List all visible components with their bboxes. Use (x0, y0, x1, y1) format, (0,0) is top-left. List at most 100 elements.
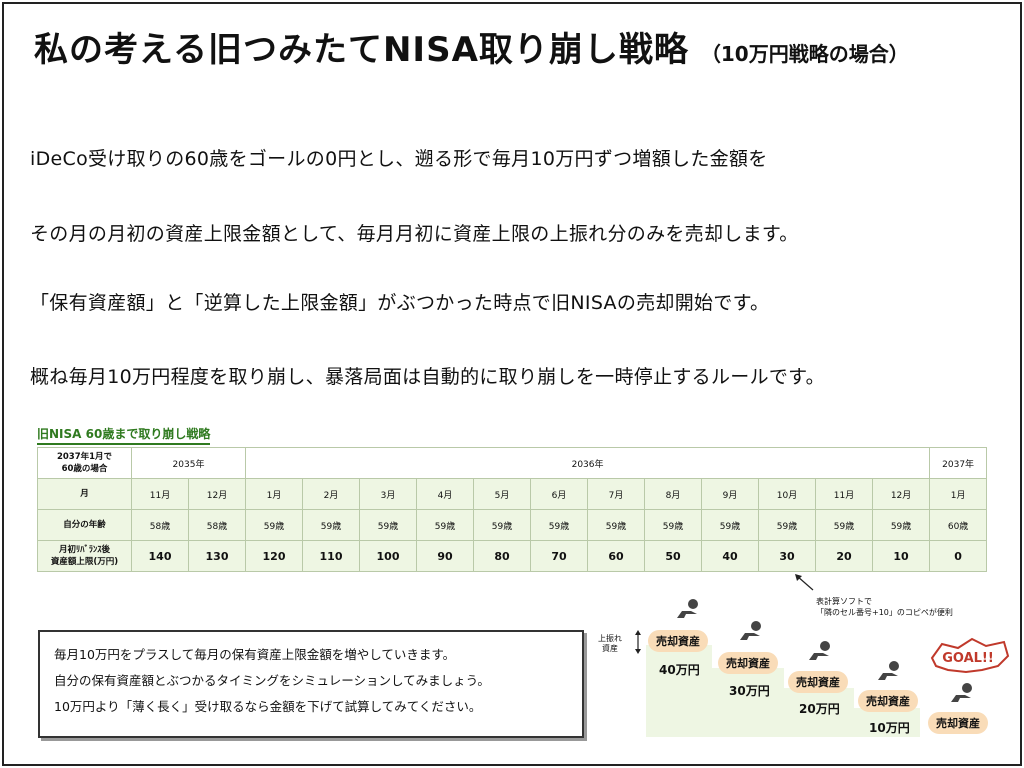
age-cell: 59歳 (530, 509, 588, 541)
sell-asset-pill: 売却資産 (858, 690, 918, 712)
table-row-years: 2037年1月で 60歳の場合 2035年 2036年 2037年 (37, 447, 988, 479)
month-cell: 12月 (188, 478, 246, 510)
age-cell: 58歳 (188, 509, 246, 541)
page-title: 私の考える旧つみたてNISA取り崩し戦略 （10万円戦略の場合） (34, 22, 909, 71)
cap-label-line-1: 月初ﾘﾊﾞﾗﾝｽ後 (58, 545, 110, 555)
age-cell: 59歳 (359, 509, 417, 541)
note-line-3: 10万円より「薄く長く」受け取るなら金額を下げて試算してみてください。 (54, 699, 482, 714)
sell-asset-pill: 売却資産 (718, 652, 778, 674)
cap-cell: 90 (416, 540, 474, 572)
month-cell: 1月 (245, 478, 303, 510)
table-corner-cell: 2037年1月で 60歳の場合 (37, 447, 132, 479)
month-cell: 2月 (302, 478, 360, 510)
age-cell: 59歳 (701, 509, 759, 541)
table-title: 旧NISA 60歳まで取り崩し戦略 (37, 425, 211, 445)
cap-cell: 110 (302, 540, 360, 572)
sell-asset-pill: 売却資産 (648, 630, 708, 652)
intro-line-3: 「保有資産額」と「逆算した上限金額」がぶつかった時点で旧NISAの売却開始です。 (30, 292, 770, 314)
age-cell: 58歳 (131, 509, 189, 541)
note-line-1: 毎月10万円をプラスして毎月の保有資産上限金額を増やしていきます。 (54, 647, 456, 662)
month-cell: 9月 (701, 478, 759, 510)
money-hand-icon (950, 682, 976, 704)
step-amount-1: 40万円 (659, 663, 700, 677)
age-cell: 59歳 (416, 509, 474, 541)
step-amount-4: 10万円 (869, 721, 910, 735)
note-box: 毎月10万円をプラスして毎月の保有資産上限金額を増やしていきます。 自分の保有資… (38, 630, 584, 738)
month-cell: 8月 (644, 478, 702, 510)
month-cell: 12月 (871, 478, 931, 510)
cap-cell: 80 (473, 540, 531, 572)
month-cell: 11月 (131, 478, 189, 510)
month-cell: 3月 (359, 478, 417, 510)
intro-line-4: 概ね毎月10万円程度を取り崩し、暴落局面は自動的に取り崩しを一時停止するルールで… (30, 366, 825, 388)
age-cell: 60歳 (929, 509, 988, 541)
cap-cell: 130 (188, 540, 246, 572)
row-label-month: 月 (37, 478, 132, 510)
age-cell: 59歳 (871, 509, 931, 541)
upper-asset-label: 上振れ 資産 (598, 634, 622, 654)
cap-cell: 100 (359, 540, 417, 572)
note-line-2: 自分の保有資産額とぶつかるタイミングをシミュレーションしてみましょう。 (54, 673, 490, 688)
month-cell: 5月 (473, 478, 531, 510)
intro-line-1: iDeCo受け取りの60歳をゴールの0円とし、遡る形で毎月10万円ずつ増額した金… (30, 148, 768, 170)
age-cell: 59歳 (758, 509, 816, 541)
money-hand-icon (877, 660, 903, 682)
month-cell: 6月 (530, 478, 588, 510)
month-cell: 7月 (587, 478, 645, 510)
sell-asset-pill: 売却資産 (788, 671, 848, 693)
step-bar-2 (712, 668, 784, 737)
age-cell: 59歳 (473, 509, 531, 541)
cap-label-line-2: 資産額上限(万円) (50, 557, 119, 567)
diagonal-arrow-icon (795, 574, 814, 591)
cap-cell: 60 (587, 540, 645, 572)
age-cell: 59歳 (644, 509, 702, 541)
corner-line-2: 60歳の場合 (61, 464, 108, 474)
cap-cell: 50 (644, 540, 702, 572)
year-cell-2036: 2036年 (244, 447, 931, 479)
cap-cell: 20 (815, 540, 873, 572)
money-hand-icon (808, 640, 834, 662)
annotation: 表計算ソフトで 「隣のセル番号+10」のコピペが便利 (816, 596, 953, 618)
money-hand-icon (676, 598, 702, 620)
title-subtitle: （10万円戦略の場合） (700, 42, 909, 66)
up-down-arrow-icon (635, 630, 641, 654)
upper-label-line-2: 資産 (602, 644, 618, 653)
title-main: 私の考える旧つみたてNISA取り崩し戦略 (34, 30, 689, 70)
year-cell-2037: 2037年 (929, 447, 988, 479)
step-amount-2: 30万円 (729, 684, 770, 698)
row-label-cap: 月初ﾘﾊﾞﾗﾝｽ後 資産額上限(万円) (37, 540, 132, 572)
cap-cell: 10 (871, 540, 931, 572)
age-cell: 59歳 (815, 509, 873, 541)
step-bar-4 (854, 708, 920, 737)
money-hand-icon (739, 620, 765, 642)
cap-cell: 40 (701, 540, 759, 572)
month-cell: 11月 (815, 478, 873, 510)
row-label-age: 自分の年齢 (37, 509, 132, 541)
annotation-line-1: 表計算ソフトで (816, 597, 872, 606)
goal-text: GOAL!! (942, 651, 994, 666)
corner-line-1: 2037年1月で (56, 452, 113, 462)
upper-label-line-1: 上振れ (598, 634, 622, 643)
age-cell: 59歳 (245, 509, 303, 541)
cap-cell: 120 (245, 540, 303, 572)
sell-asset-pill: 売却資産 (928, 712, 988, 734)
step-bar-3 (784, 688, 854, 737)
cap-cell: 30 (758, 540, 816, 572)
age-cell: 59歳 (587, 509, 645, 541)
step-amount-3: 20万円 (799, 702, 840, 716)
cap-cell: 0 (929, 540, 988, 572)
goal-badge: GOAL!! (930, 637, 1010, 674)
annotation-line-2: 「隣のセル番号+10」のコピペが便利 (816, 608, 953, 617)
step-bar-1 (646, 645, 712, 737)
age-cell: 59歳 (302, 509, 360, 541)
cap-cell: 70 (530, 540, 588, 572)
cap-cell: 140 (131, 540, 189, 572)
month-cell: 4月 (416, 478, 474, 510)
month-cell: 10月 (758, 478, 816, 510)
month-cell: 1月 (929, 478, 988, 510)
